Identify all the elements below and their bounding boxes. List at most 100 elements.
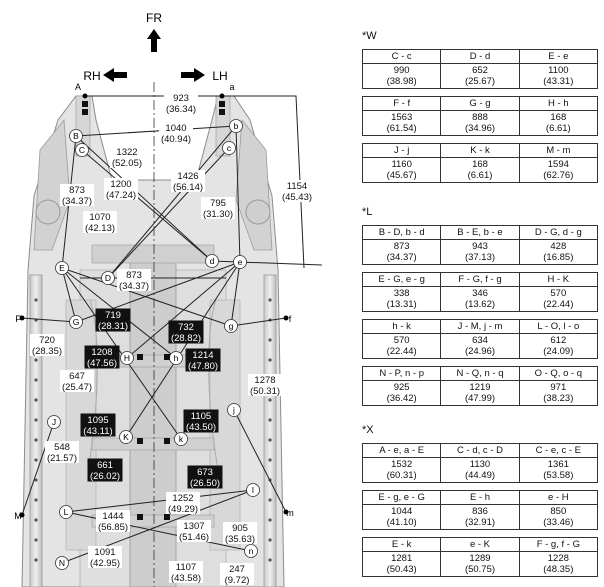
dim-label-d1154: 1154(45.43): [280, 180, 314, 203]
value-in: (38.98): [386, 76, 417, 87]
dim-label-d732: 732(28.82): [168, 320, 204, 344]
dim-line-e-K: [125, 261, 241, 438]
point-label-d: d: [210, 256, 215, 266]
point-label-L: L: [64, 507, 69, 517]
table-value-cell: 428(16.85): [518, 239, 599, 265]
point-label-D: D: [105, 273, 111, 283]
point-marker-H: [120, 351, 134, 365]
value-mm: 1532: [391, 459, 413, 470]
value-in: (13.62): [464, 299, 496, 310]
point-label-k: k: [179, 434, 184, 444]
ref-hole-8: [137, 514, 143, 520]
front-arrow-icon: [147, 29, 161, 52]
value-mm: 338: [393, 288, 410, 299]
dim-value-in: (26.02): [90, 471, 120, 482]
dim-value-in: (47.80): [188, 361, 218, 372]
table-header-cell: F - f: [361, 96, 442, 111]
table-value-cell: 1228(48.35): [518, 551, 599, 577]
dim-value-in: (42.95): [90, 558, 120, 569]
dim-value-mm: 548: [54, 442, 70, 453]
dim-value-in: (51.46): [179, 532, 209, 543]
dim-label-d1252: 1252(49.29): [166, 492, 200, 515]
value-in: (50.75): [464, 564, 496, 575]
dim-line-J-M: [21, 421, 55, 516]
dim-value-in: (28.35): [32, 346, 62, 357]
value-in: (62.76): [543, 170, 574, 181]
dim-value-mm: 1208: [91, 347, 112, 358]
value-in: (24.96): [464, 346, 496, 357]
point-label-l: l: [252, 485, 254, 495]
value-in: (22.44): [543, 299, 574, 310]
point-label-n: n: [249, 546, 254, 556]
table-value-cell: 346(13.62): [440, 286, 520, 312]
table-value-cell: 1563(61.54): [361, 110, 442, 136]
table-header-cell: O - Q, o - q: [518, 366, 599, 381]
table-header-cell: F - g, f - G: [518, 537, 599, 552]
dim-line-F-G: [21, 317, 77, 323]
point-label-g: g: [229, 321, 234, 331]
table-header-cell: N - P, n - p: [361, 366, 442, 381]
ref-hole-1: [219, 101, 225, 107]
dim-label-d1107: 1107(43.58): [169, 561, 203, 584]
dim-label-d905: 905(35.63): [223, 522, 257, 545]
dim-line-1154: [222, 95, 305, 269]
point-label-h: h: [174, 353, 179, 363]
point-marker-B: [69, 129, 83, 143]
dim-value-mm: 1095: [87, 415, 108, 426]
value-mm: 612: [550, 335, 567, 346]
value-mm: 990: [393, 65, 410, 76]
dim-value-mm: 673: [197, 467, 213, 478]
table-header-cell: G - g: [440, 96, 520, 111]
dim-value-in: (45.43): [282, 192, 312, 203]
value-in: (48.35): [543, 564, 574, 575]
value-in: (45.67): [386, 170, 417, 181]
ref-hole-2: [82, 109, 88, 115]
underbody-drawing: FR RH LH: [14, 11, 323, 587]
dim-value-mm: 732: [178, 322, 194, 333]
table-header-cell: N - Q, n - q: [440, 366, 520, 381]
table-value-cell: 652(25.67): [440, 63, 520, 89]
section-label: *W: [362, 30, 377, 42]
front-label: FR: [146, 11, 162, 25]
dim-value-mm: 720: [39, 335, 55, 346]
table-header-cell: A - e, a - E: [361, 443, 442, 458]
dim-label-d795: 795(31.30): [201, 197, 235, 220]
dim-value-in: (42.13): [85, 223, 115, 234]
dim-value-mm: 1105: [191, 411, 211, 422]
point-label-A: A: [75, 82, 81, 92]
dim-value-mm: 1214: [192, 350, 213, 361]
table-header-cell: B - E, b - e: [440, 225, 520, 240]
dim-value-in: (47.24): [106, 190, 136, 201]
value-in: (43.31): [543, 76, 574, 87]
value-in: (33.46): [543, 517, 574, 528]
value-in: (6.61): [545, 123, 571, 134]
value-mm: 168: [472, 159, 488, 170]
dim-value-mm: 795: [210, 198, 226, 209]
value-mm: 1594: [547, 159, 569, 170]
table-header-cell: D - d: [440, 49, 520, 64]
point-label-f: f: [289, 314, 292, 324]
value-mm: 168: [550, 112, 567, 123]
point-marker-E: [55, 261, 69, 275]
dim-label-d247: 247(9.72): [220, 563, 254, 586]
table-value-cell: 1594(62.76): [518, 157, 599, 183]
dim-line-E-k: [61, 267, 182, 440]
table-value-cell: 634(24.96): [440, 333, 520, 359]
table-header-cell: M - m: [518, 143, 599, 158]
dim-value-mm: 1426: [177, 171, 198, 182]
dim-label-d1444: 1444(56.85): [96, 510, 130, 533]
point-marker-e: [233, 255, 247, 269]
dim-value-mm: 1154: [287, 181, 307, 192]
table-header-cell: E - e: [518, 49, 599, 64]
table-value-cell: 1160(45.67): [361, 157, 442, 183]
dim-value-mm: 1278: [254, 375, 275, 386]
table-header-cell: K - k: [440, 143, 520, 158]
ref-hole-0: [82, 101, 88, 107]
point-label-N: N: [59, 558, 65, 568]
value-mm: 1563: [391, 112, 413, 123]
dim-value-mm: 247: [229, 564, 245, 575]
